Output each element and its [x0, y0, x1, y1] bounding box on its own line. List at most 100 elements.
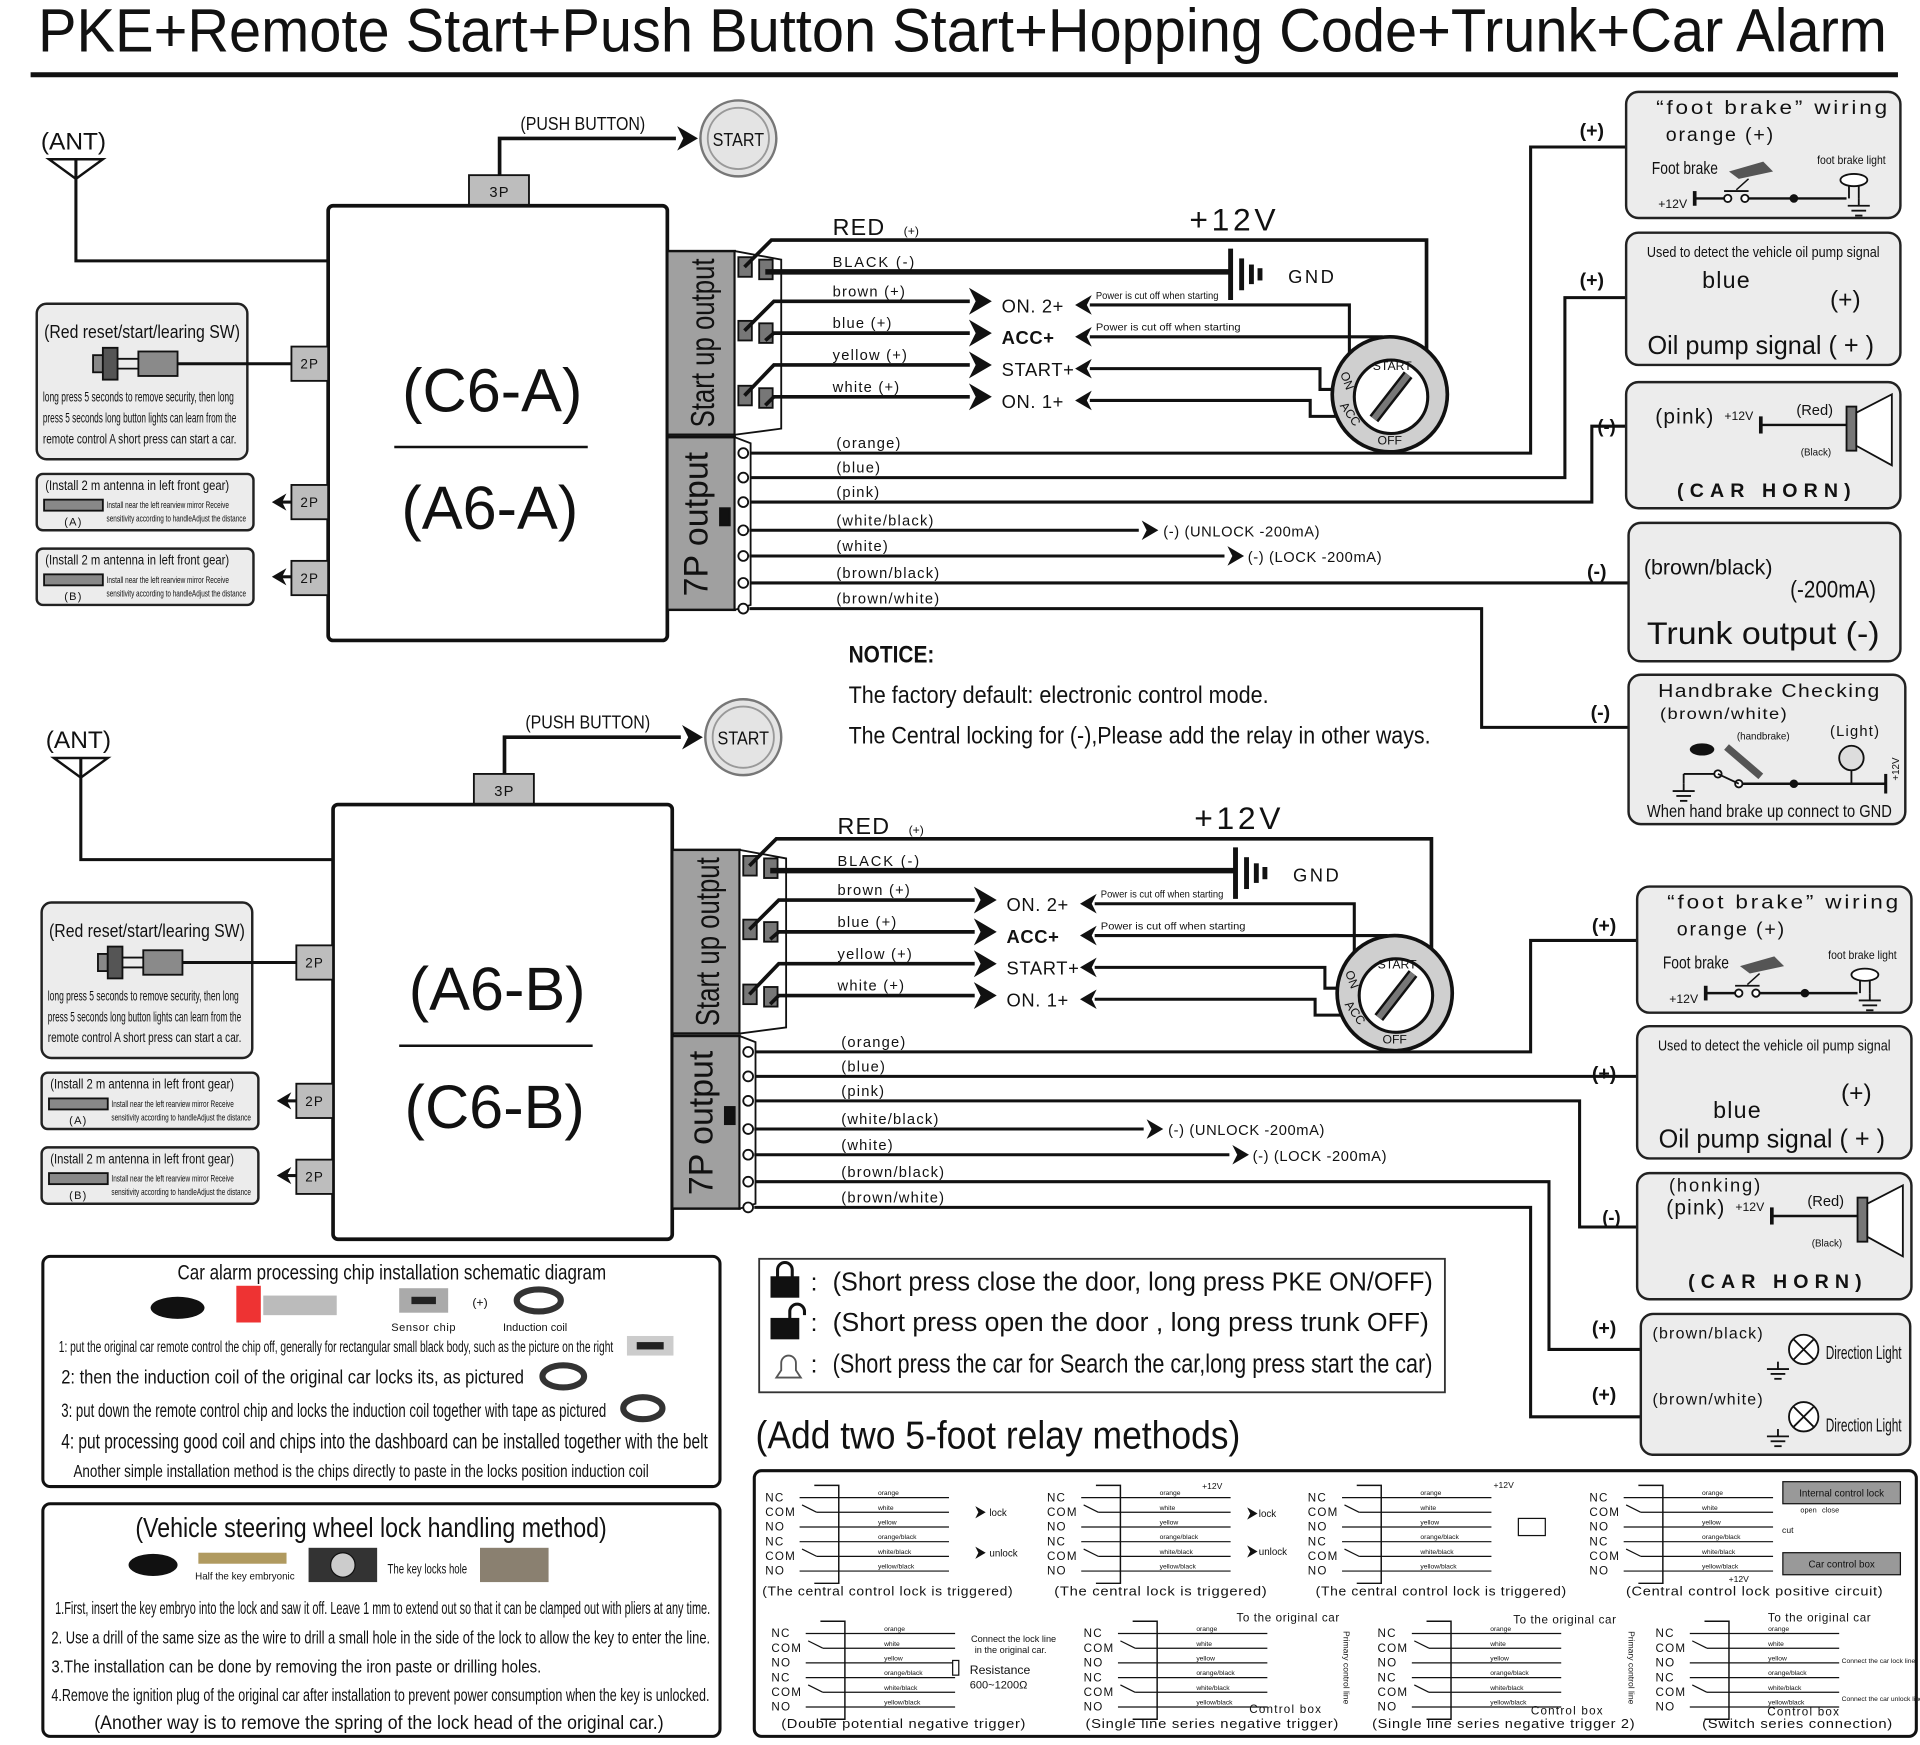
- antenna-panel-title: (Install 2 m antenna in left front gear): [50, 1151, 234, 1166]
- ignition-return-wire: [1089, 367, 1338, 391]
- ignition-on-label: ON: [1337, 370, 1356, 392]
- legend-colon: :: [811, 1352, 818, 1379]
- relay-extra: close: [1822, 1505, 1839, 1514]
- relay-wire-label: white: [1195, 1641, 1212, 1648]
- relay-pin-label: COM: [765, 1506, 796, 1519]
- foot-brake-panel: [1635, 885, 1913, 1014]
- notice-line: The factory default: electronic control …: [849, 681, 1269, 709]
- relay-wire-label: orange: [1768, 1626, 1789, 1633]
- foot-brake-circuit: [1692, 161, 1870, 217]
- relay-pin-label: NO: [1047, 1565, 1067, 1578]
- polarity-sign: (+): [1592, 1063, 1616, 1085]
- horn-icon: [1770, 1183, 1904, 1258]
- direction-wire-label: (brown/black): [1652, 1325, 1763, 1342]
- arrow-icon: [271, 493, 287, 511]
- start-button-label: START: [718, 728, 770, 749]
- chip-instruction: 3: put down the remote control chip and …: [61, 1399, 606, 1421]
- arrow-icon: [1080, 989, 1097, 1010]
- arrow-icon: [682, 724, 703, 750]
- relay-pin-label: NO: [765, 1565, 785, 1578]
- label: 3P: [489, 185, 509, 201]
- label: 2P: [300, 357, 319, 372]
- ignition-off-label: OFF: [1382, 1032, 1406, 1046]
- legend-box: [758, 1257, 1446, 1394]
- reset-switch-title: (Red reset/start/learing SW): [44, 321, 240, 342]
- connector-2p: [295, 1082, 334, 1119]
- connector-2p: [290, 484, 330, 521]
- pointing-hand-icon: [150, 1296, 205, 1319]
- arrow-icon: [1075, 295, 1092, 315]
- chip-instruction: 2: then the induction coil of the origin…: [61, 1366, 524, 1388]
- power-wire-label: brown (+): [838, 883, 911, 899]
- relay-wire-label: yellow/black: [884, 1700, 921, 1707]
- direction-wire-label: (brown/white): [1652, 1392, 1763, 1409]
- relay-pin-label: COM: [1656, 1642, 1687, 1655]
- arrow-icon: [1080, 893, 1097, 914]
- relay-wire-label: white/black: [1701, 1549, 1736, 1556]
- red-wire: [748, 836, 1434, 954]
- chip-installation-box: [41, 1254, 722, 1489]
- lamp-cross: [1793, 1338, 1815, 1360]
- box: [1845, 405, 1858, 452]
- gnd-icon: [1233, 847, 1268, 899]
- v12-label: +12V: [1194, 800, 1284, 836]
- power-cut-note: Power is cut off when starting: [1101, 921, 1246, 933]
- car-horn-panel: [1624, 380, 1902, 510]
- ignition-start-label: START: [1378, 958, 1417, 972]
- startup-output-label: Start up output: [685, 258, 722, 428]
- arrow-icon: [968, 383, 992, 411]
- relay-pin-label: NO: [771, 1701, 791, 1714]
- power-wire-label: white (+): [832, 380, 901, 396]
- relay-switch: [1691, 1684, 1708, 1693]
- relay-wire-label: yellow: [1490, 1655, 1509, 1662]
- relay-switch: [1625, 1504, 1642, 1513]
- output-wire-label: (blue): [841, 1059, 886, 1075]
- power-wire: [748, 898, 975, 931]
- chip-instruction: Another simple installation method is th…: [73, 1462, 648, 1481]
- output-7p-label: 7P output: [682, 1050, 720, 1195]
- relay-wire-label: yellow: [878, 1520, 897, 1527]
- reset-switch-note: long press 5 seconds to remove security,…: [43, 391, 234, 405]
- reset-switch-icon: [92, 346, 179, 381]
- relay-wire-label: orange: [1196, 1626, 1217, 1633]
- start-button-ring: [706, 106, 770, 170]
- foot-brake-circuit: [1703, 956, 1881, 1012]
- relay-extra: open: [1800, 1505, 1816, 1514]
- connector-2p: [290, 559, 330, 597]
- output-wire-label: (white/black): [836, 513, 934, 529]
- relay-pin-label: COM: [1047, 1550, 1078, 1563]
- internal-control-lock-box: [1782, 1481, 1902, 1505]
- arrow-icon: [1247, 1545, 1258, 1558]
- relay-wire-label: white: [883, 1641, 900, 1648]
- relay-pin-label: COM: [1378, 1686, 1409, 1699]
- arrow-icon: [276, 1166, 292, 1185]
- red-wire-label: RED: [833, 214, 886, 240]
- output-wire-label: (white): [841, 1138, 894, 1154]
- foot-brake-pedal-label: Foot brake: [1663, 954, 1729, 973]
- relay-wire-label: white/black: [1159, 1549, 1194, 1556]
- relay-wire-label: yellow/black: [1420, 1564, 1457, 1571]
- power-wire-label: yellow (+): [833, 348, 909, 364]
- relay-pin-label: NO: [1047, 1521, 1067, 1534]
- v12-label: +12V: [1189, 201, 1279, 237]
- relay-pin-label: COM: [1308, 1550, 1339, 1563]
- connector-latch: [719, 507, 731, 527]
- relay-wire-label: white/black: [1419, 1549, 1454, 1556]
- relay-pin-label: NC: [1378, 1627, 1397, 1640]
- oil-pump-panel: [1624, 231, 1902, 367]
- output-wire-label: (pink): [841, 1084, 885, 1100]
- ignition-return-wire: [1094, 965, 1343, 990]
- key-slot: [1376, 971, 1416, 1020]
- box: [106, 945, 124, 980]
- relay-wire-label: white: [1701, 1505, 1718, 1512]
- reset-switch-note: long press 5 seconds to remove security,…: [48, 990, 239, 1004]
- arrow-icon: [1227, 546, 1245, 566]
- relay-pin-label: NO: [1084, 1701, 1104, 1714]
- relay-extra: +12V: [1729, 1574, 1750, 1584]
- relay-pin-label: NO: [1084, 1657, 1104, 1670]
- foot-brake-pedal-label: Foot brake: [1652, 160, 1718, 179]
- pin: [742, 1148, 754, 1161]
- label: 2P: [300, 571, 319, 586]
